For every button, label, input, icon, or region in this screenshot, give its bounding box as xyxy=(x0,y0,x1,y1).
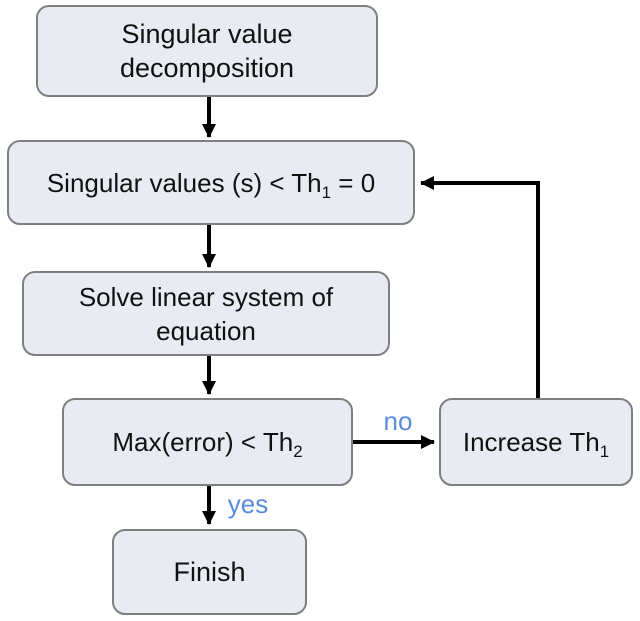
node-label-line: decomposition xyxy=(119,53,295,83)
node-label-subscript: 1 xyxy=(321,182,332,202)
node-max-error-threshold: Max(error) < Th2 xyxy=(62,398,353,486)
node-label-subscript: 2 xyxy=(293,442,303,462)
node-label-text: = 0 xyxy=(331,167,376,198)
node-label: Max(error) < Th2 xyxy=(112,425,303,462)
arrow-feedback-increase-to-threshold xyxy=(420,176,540,398)
node-label-line: Singular value xyxy=(121,19,293,49)
node-label-text: Max(error) < Th xyxy=(112,427,294,457)
node-label-subscript: 1 xyxy=(599,442,610,462)
node-label-line: equation xyxy=(156,315,256,346)
node-label: Singular values (s) < Th1 = 0 xyxy=(46,166,376,202)
node-label-text: Singular values (s) < Th xyxy=(46,167,322,198)
node-label: Increase Th1 xyxy=(462,425,610,462)
node-label-line: Solve linear system of xyxy=(78,281,334,312)
node-singular-value-decomposition: Singular value decomposition xyxy=(36,5,378,97)
edge-label-yes: yes xyxy=(227,489,269,519)
node-singular-values-threshold: Singular values (s) < Th1 = 0 xyxy=(7,140,415,225)
node-finish: Finish xyxy=(112,529,307,615)
node-increase-threshold: Increase Th1 xyxy=(439,398,633,486)
edge-label-no: no xyxy=(383,406,413,436)
node-label-text: Increase Th xyxy=(462,427,600,457)
node-solve-linear-system: Solve linear system of equation xyxy=(22,271,390,356)
node-label: Finish xyxy=(173,557,246,587)
